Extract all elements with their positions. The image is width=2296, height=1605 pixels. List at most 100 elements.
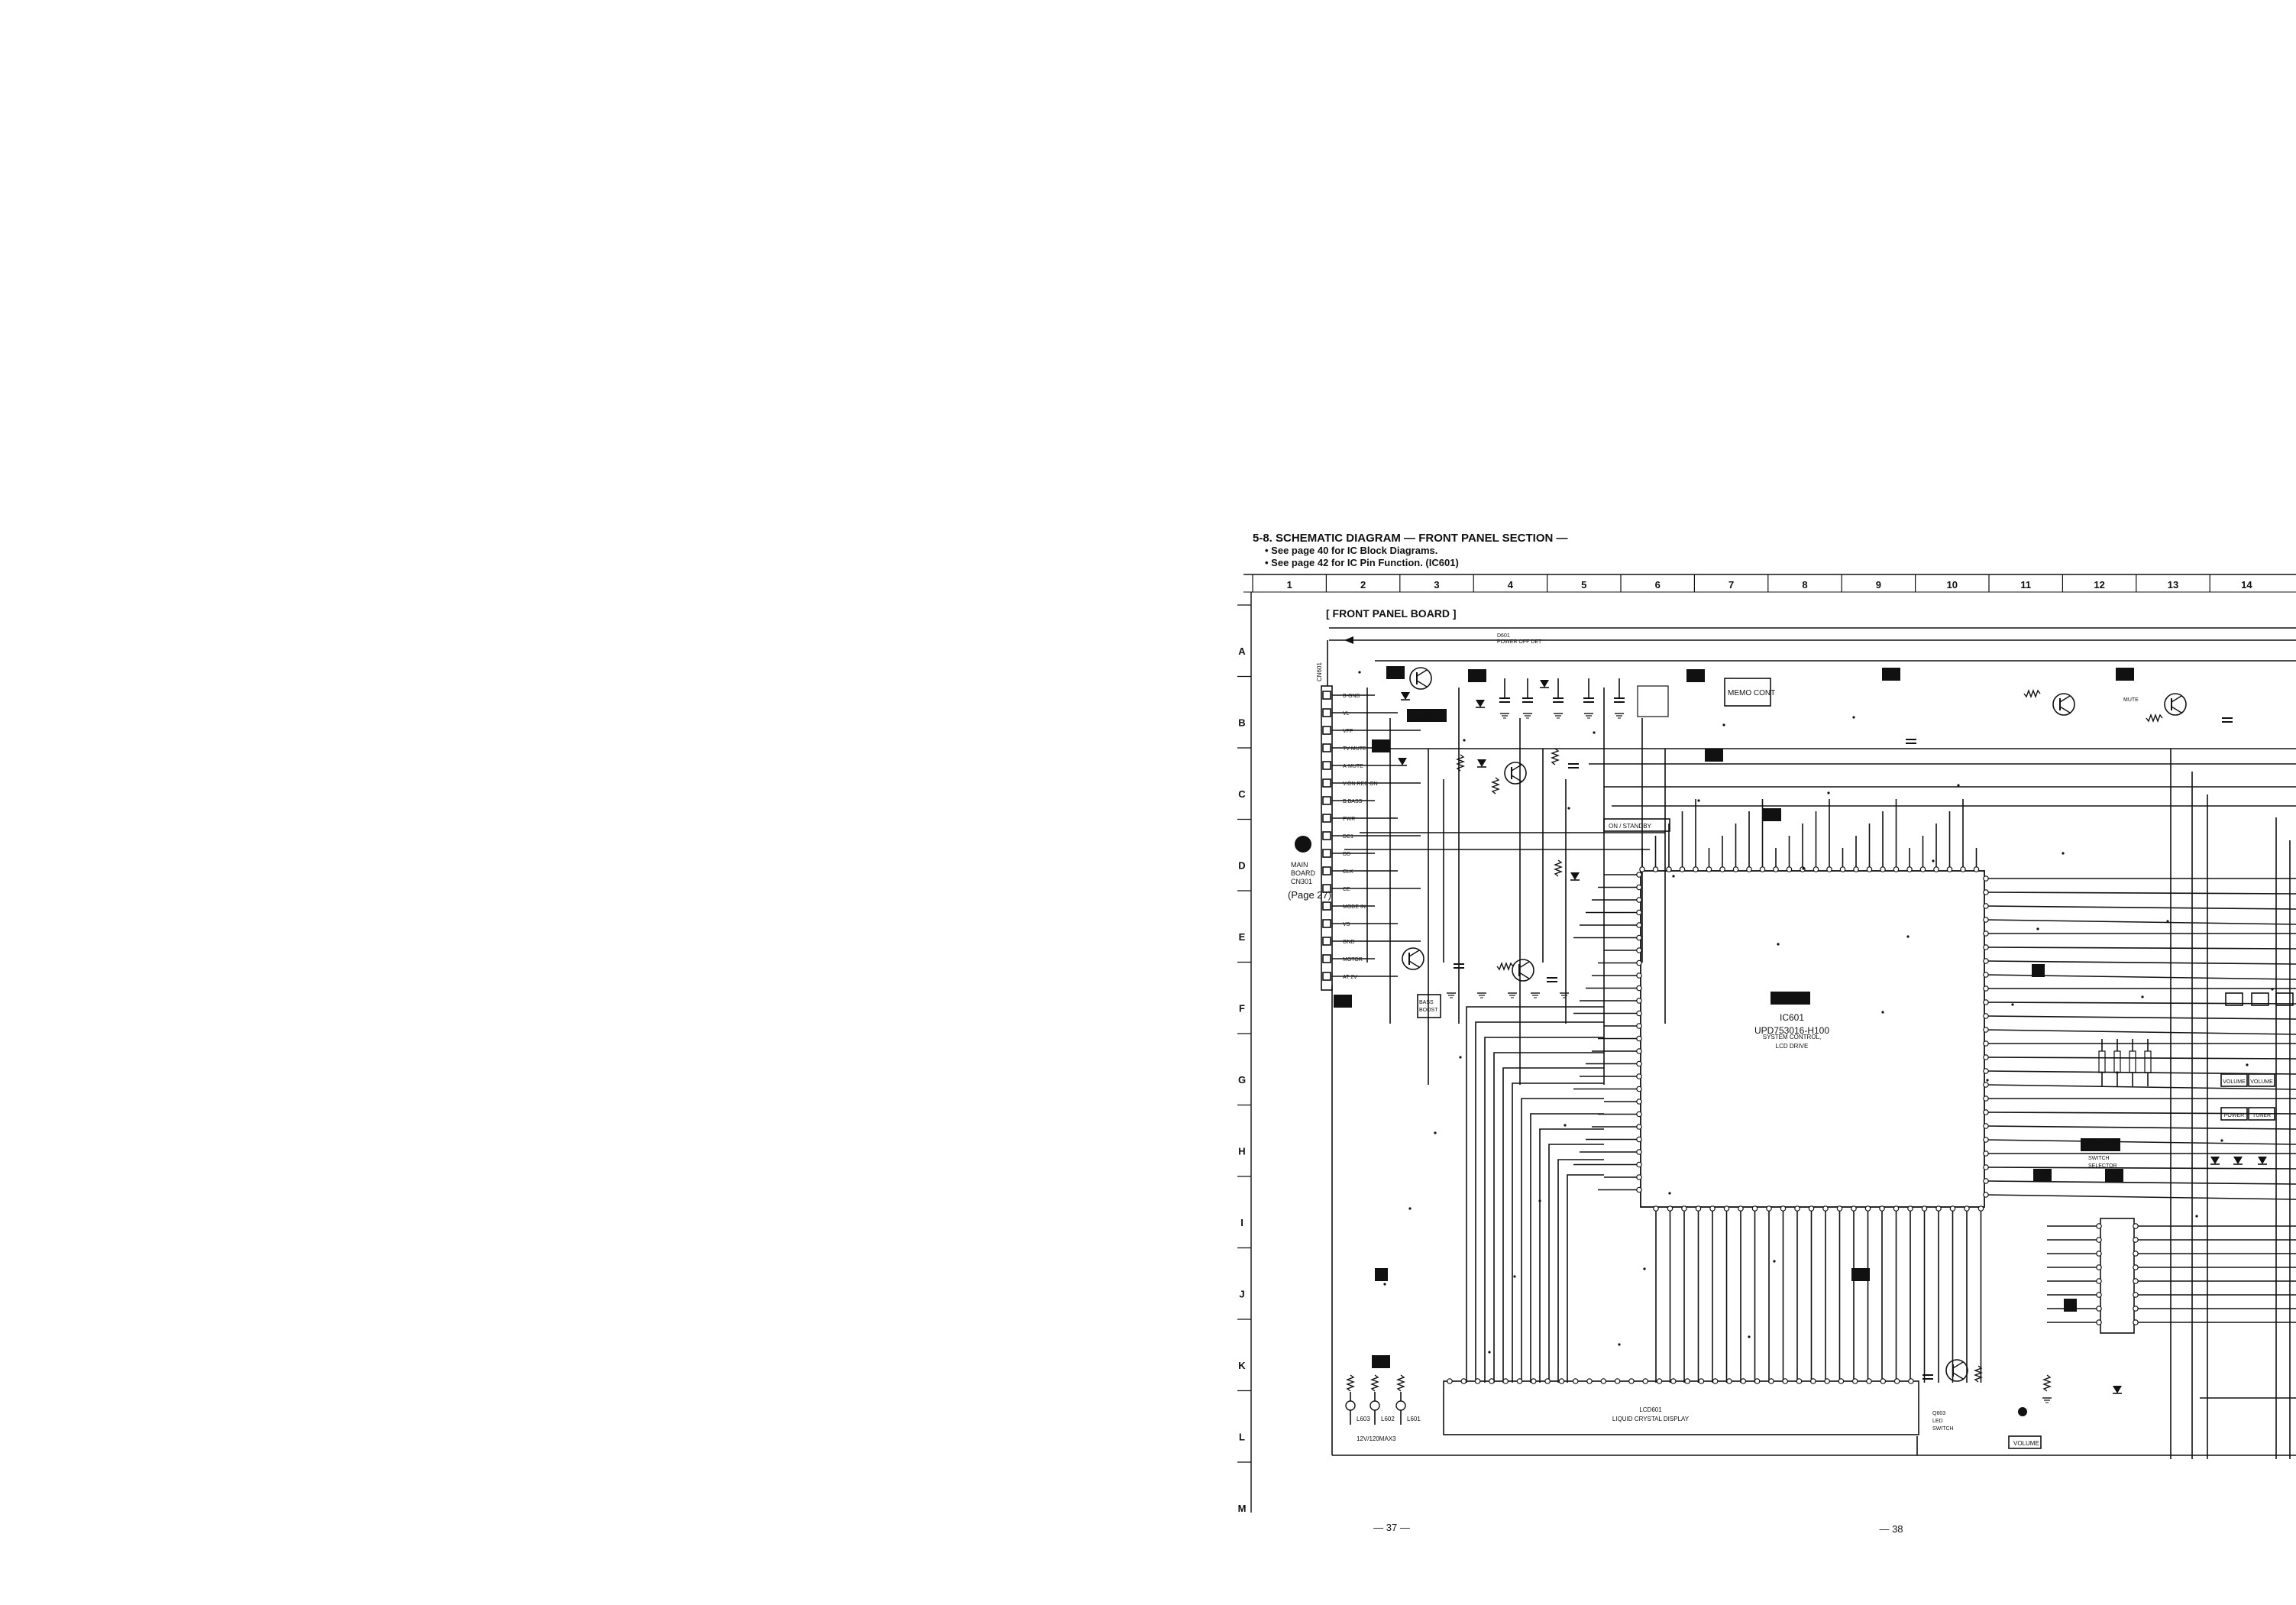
ic601-left-pin — [1636, 947, 1642, 953]
key-switch-tuner — [2248, 1107, 2275, 1121]
lcd-fanout — [1548, 1144, 1604, 1383]
bplus-badge-l1-bg — [1372, 1355, 1390, 1368]
transistor-q605-collector — [1511, 764, 1522, 772]
transistor-q606 — [1402, 947, 1424, 970]
ic601-top-pin — [1973, 866, 1980, 872]
ic602-line: SELECTOR — [2088, 1163, 2117, 1169]
power-off-ref: D601 — [1497, 633, 1510, 639]
lcd601-pin — [1768, 1378, 1774, 1384]
junction-dot — [1773, 1260, 1776, 1263]
ic601-right-lead — [1985, 1015, 2296, 1020]
diode-d606 — [1398, 758, 1407, 765]
ic601-right-pin — [1983, 1082, 1989, 1088]
ic601-right-lead — [1985, 946, 2296, 950]
lcd601-pin — [1489, 1378, 1495, 1384]
bplus-badge-f2-bg — [2032, 964, 2045, 977]
connector-pin-label: A-MUTE — [1343, 764, 1363, 769]
resistor-r602 — [1491, 777, 1500, 794]
lcd601-pin — [1656, 1378, 1663, 1384]
resistor-r610 — [2042, 1374, 2052, 1392]
main-board-badge-letter: A — [1299, 839, 1307, 850]
transistor-q601 — [2164, 693, 2187, 716]
ic601-bottom-pin — [1864, 1205, 1871, 1212]
lcd601-pin — [1614, 1378, 1621, 1384]
junction-dot — [1722, 723, 1725, 726]
ic601-left-pin — [1636, 909, 1642, 916]
connector-pin-label: B.BASS — [1343, 799, 1363, 804]
ic601-right-pin — [1983, 1068, 1989, 1074]
transistor-q602-emitter — [2059, 706, 2071, 714]
ic601-right-pin — [1983, 1054, 1989, 1060]
lamp — [1370, 1400, 1380, 1411]
row-label: A — [1238, 646, 1246, 657]
q-ic603-emitter — [1416, 680, 1428, 688]
connector-pin-label: PWR — [1343, 817, 1355, 822]
ic601-right-lead — [1985, 1084, 2296, 1090]
row-label: B — [1238, 717, 1245, 728]
lcd601-pin — [1880, 1378, 1887, 1384]
resistor-r605 — [2023, 689, 2041, 698]
key-diode-2 — [2258, 1157, 2267, 1164]
junction-dot — [2062, 852, 2065, 855]
components: B+B+B+B+B+IC603B+B+B+B+IC601B+B+IC602B+B… — [1295, 636, 2294, 1449]
junction-dot — [1593, 731, 1596, 734]
key-switch-label: VOLUME — [2250, 1079, 2273, 1085]
ic602-right-pin — [2133, 1251, 2139, 1257]
ic601-left-pin — [1636, 959, 1642, 966]
ic601-right-pin — [1983, 1123, 1989, 1129]
connector-pin — [1322, 708, 1331, 717]
ic601-bottom-pin — [1907, 1205, 1913, 1212]
bplus-badge-f1: B+ — [1337, 996, 1349, 1007]
ic602-right-pin — [2133, 1319, 2139, 1325]
ic601-right-pin — [1983, 985, 1989, 992]
connector-pin — [1322, 831, 1331, 840]
lcd601-pin — [1908, 1378, 1914, 1384]
ic601-left-pin — [1636, 1010, 1642, 1017]
bass-boost-line2: BOOST — [1419, 1008, 1438, 1013]
ic601-bottom-pin — [1808, 1205, 1815, 1212]
resistor-r606 — [2146, 714, 2163, 723]
lcd601-pin — [1851, 1378, 1858, 1384]
ic601-top-pin — [1866, 866, 1873, 872]
row-label: H — [1238, 1145, 1245, 1157]
ic602-left-pin — [2096, 1319, 2102, 1325]
page-number-left: — 37 — — [1373, 1522, 1410, 1533]
transport-key-2 — [2275, 992, 2294, 1006]
ic601-left-pin — [1636, 1111, 1642, 1118]
ic601-bottom-pin — [1949, 1205, 1956, 1212]
memo-cont-block — [1724, 678, 1771, 707]
ic601-right-lead — [1985, 1167, 2296, 1170]
bplus-badge-b5-bg — [2116, 668, 2134, 681]
transistor-q605 — [1504, 762, 1527, 785]
ic602-left-pin — [2096, 1278, 2102, 1284]
bplus-badge-j1-bg — [1851, 1268, 1870, 1281]
ic601-right-lead — [1985, 1180, 2296, 1185]
ic601-line: SYSTEM CONTROL, — [1763, 1034, 1821, 1040]
ic602-left-pin — [2096, 1306, 2102, 1312]
ic601-left-pin — [1636, 922, 1642, 928]
transistor-q606-collector — [1408, 950, 1420, 957]
junction-dot — [1906, 935, 1910, 938]
ic601-left-pin — [1636, 1161, 1642, 1168]
connector-pin — [1322, 796, 1331, 805]
row-label: L — [1239, 1431, 1245, 1442]
ic601-bottom-pin — [1667, 1205, 1673, 1212]
transistor-q602-collector — [2059, 695, 2071, 703]
row-label: I — [1240, 1217, 1243, 1228]
column-label: 11 — [2020, 579, 2031, 591]
ic602-badge: IC602 — [2088, 1140, 2113, 1150]
connector-pin — [1322, 954, 1331, 963]
lcd601-pin — [1531, 1378, 1537, 1384]
ic601-left-pin — [1636, 1060, 1642, 1067]
ic601-left-pin — [1636, 1136, 1642, 1143]
ic603-badge: IC603 — [1415, 710, 1439, 721]
on-standby-label: ON / STANDBY — [1609, 823, 1652, 830]
ic601-top-pin — [1813, 866, 1819, 872]
ic601-right-pin — [1983, 1040, 1989, 1047]
junction-dot — [1459, 1056, 1462, 1059]
junction-dot — [2271, 988, 2274, 991]
ic601-right-lead — [1985, 891, 2296, 895]
bplus-badge-c1: B+ — [1375, 741, 1387, 752]
